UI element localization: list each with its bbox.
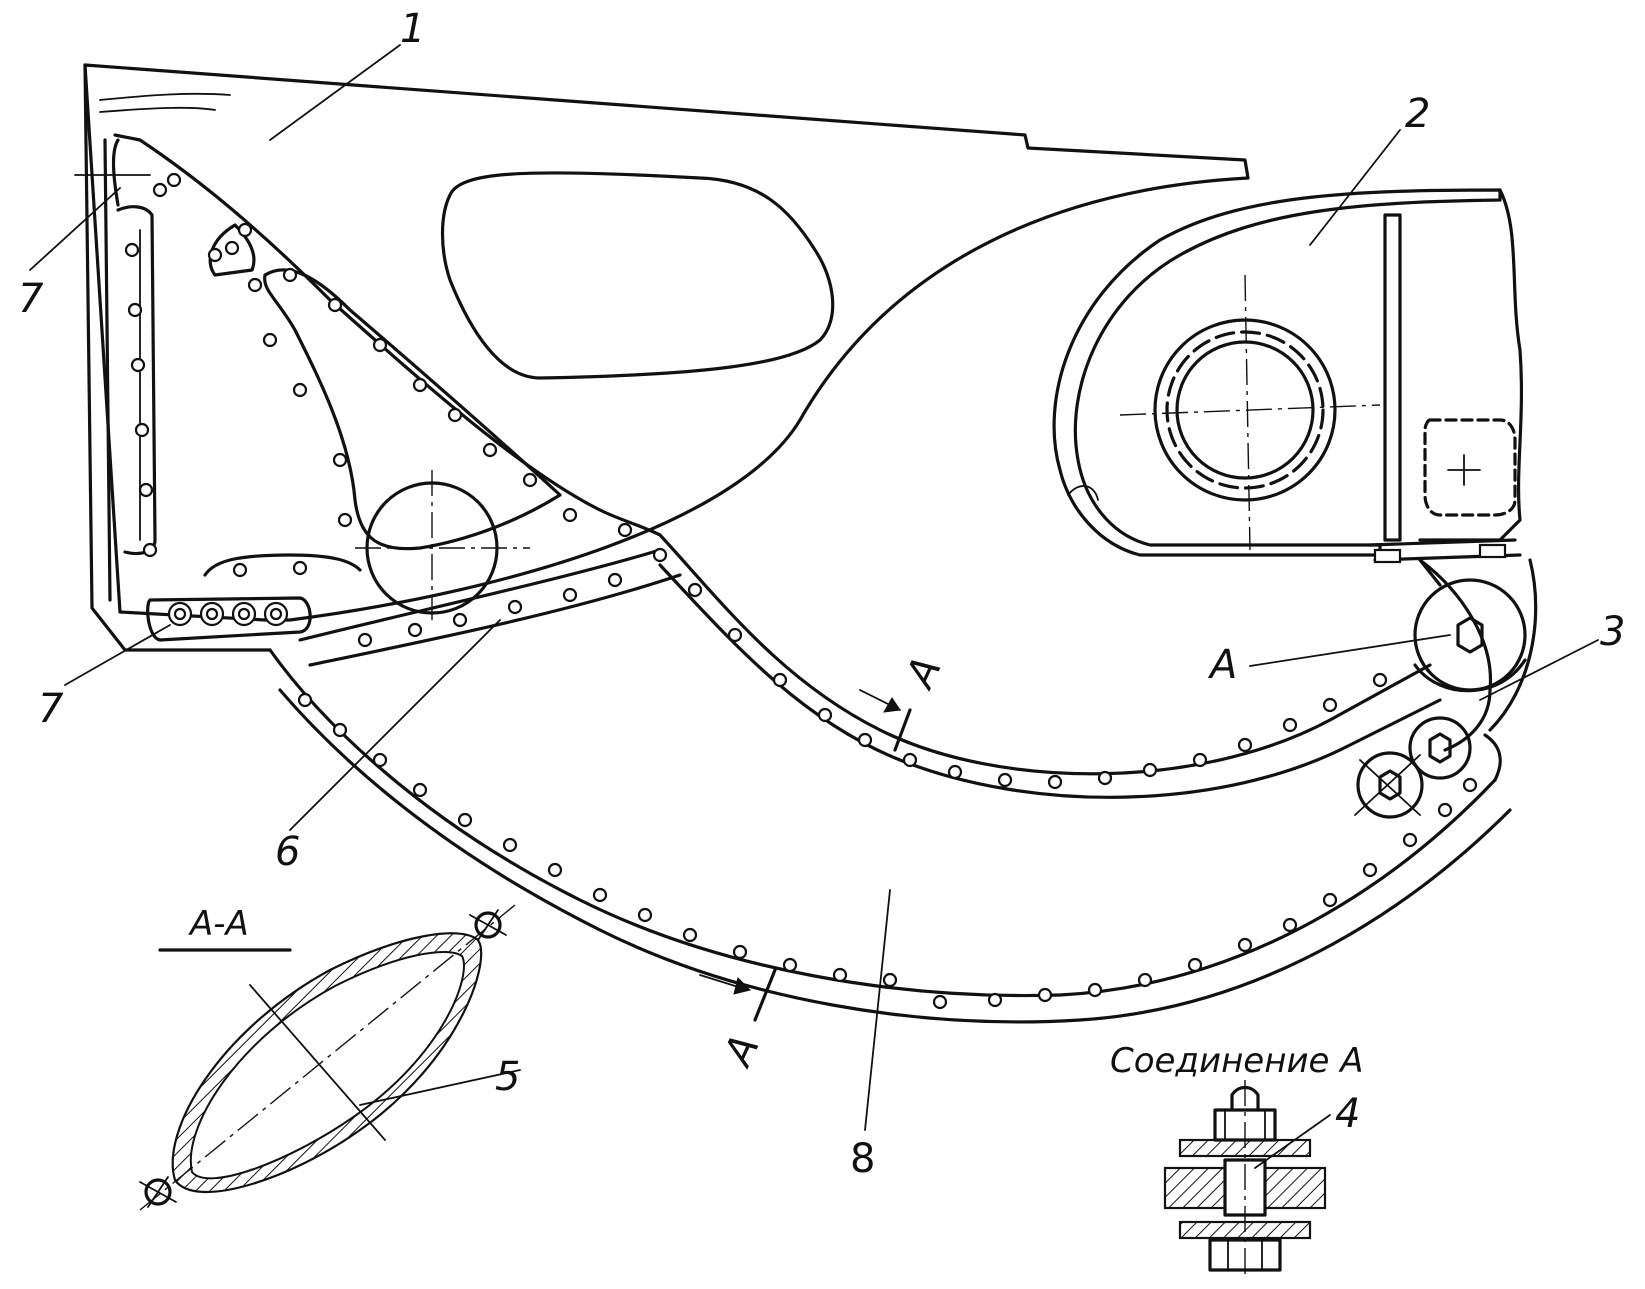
section-rivet-bottom (139, 1176, 177, 1208)
label-part-5: 5 (495, 1054, 520, 1100)
label-part-6: 6 (275, 829, 300, 875)
upper-strut (298, 533, 1442, 799)
upper-plate (83, 63, 1250, 622)
corner-plate (208, 223, 256, 277)
section-rivet-top (469, 909, 507, 941)
label-part-8: 8 (850, 1136, 875, 1182)
label-part-4: 4 (1335, 1091, 1360, 1137)
lightening-cutout (440, 171, 835, 380)
joint-detail-title: Соединение А (1110, 1041, 1364, 1081)
left-flange (83, 63, 272, 652)
section-marker-lower (699, 968, 777, 1022)
section-view-title: A-A (188, 904, 249, 944)
leader-lines (29, 44, 1599, 1131)
housing-section (1052, 188, 1524, 564)
gusset-bracket (113, 133, 662, 577)
label-part-7-bottom: 7 (38, 686, 64, 732)
label-part-1: 1 (400, 6, 425, 52)
label-part-7-top: 7 (18, 276, 44, 322)
label-section-lower: A (714, 1028, 769, 1075)
label-joint-a: A (1207, 642, 1237, 688)
joint-detail (1163, 1080, 1331, 1280)
section-marker-upper (859, 689, 912, 752)
bolt-fitting (146, 596, 312, 642)
label-part-3: 3 (1600, 609, 1625, 655)
label-part-2: 2 (1405, 91, 1430, 137)
section-view (139, 904, 516, 1211)
rivet-holes (124, 172, 1478, 1010)
pivot-joint (1354, 558, 1538, 819)
label-section-upper: A (896, 650, 951, 697)
lower-strut (268, 648, 1512, 1024)
